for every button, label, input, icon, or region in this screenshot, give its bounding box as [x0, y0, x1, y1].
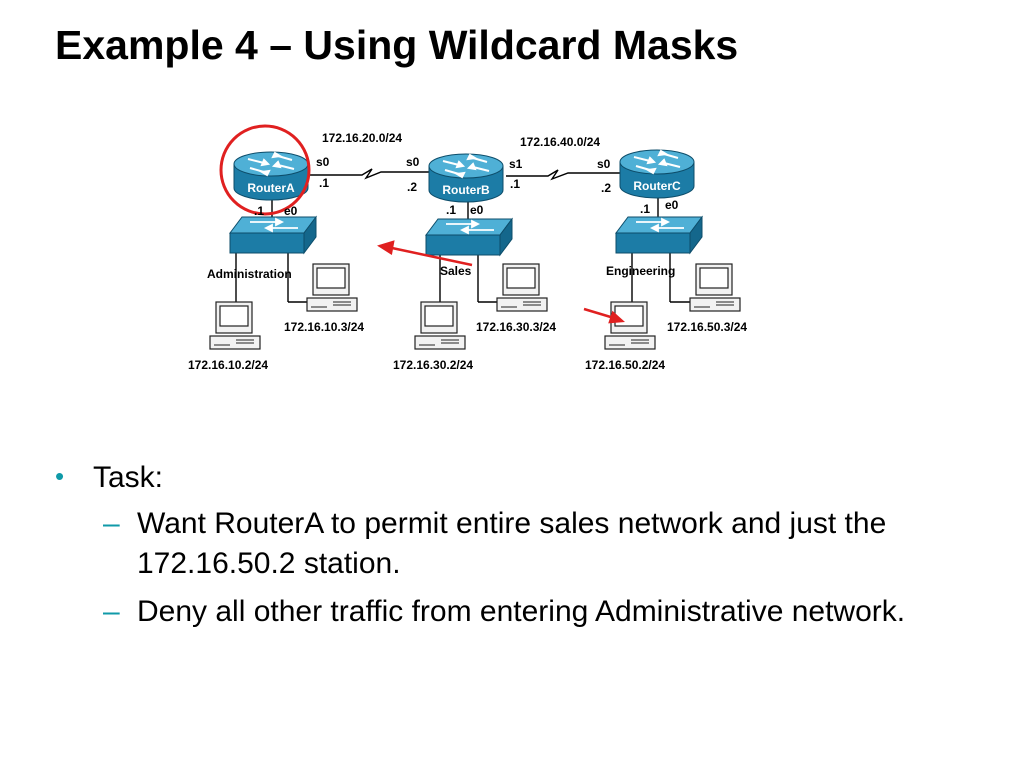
- dash-icon: –: [103, 595, 120, 628]
- bullet-dot-icon: •: [55, 461, 65, 491]
- pc-address-sales-right: 172.16.30.3/24: [476, 320, 556, 334]
- lan-name-sales: Sales: [440, 264, 472, 278]
- pc-address-sales-left: 172.16.30.2/24: [393, 358, 473, 372]
- bullet-text: Task:: [93, 461, 164, 494]
- pc-administration-right: [306, 263, 358, 312]
- lan-name-administration: Administration: [207, 267, 292, 281]
- pc-administration-left: [209, 301, 261, 350]
- router-b-lan-interface: e0: [470, 203, 484, 217]
- arrow-to-administration: [377, 240, 473, 267]
- wan-link-1-right-host: .2: [407, 180, 417, 194]
- bullet-list: • Task: – Want RouterA to permit entire …: [55, 458, 955, 640]
- pc-engineering-left: [604, 301, 656, 350]
- sub-bullet-item: – Deny all other traffic from entering A…: [55, 592, 955, 632]
- pc-address-administration-right: 172.16.10.3/24: [284, 320, 364, 334]
- lan-name-engineering: Engineering: [606, 264, 675, 278]
- router-a-lan-interface: e0: [284, 204, 298, 218]
- switch-engineering: [615, 216, 703, 254]
- pc-address-administration-left: 172.16.10.2/24: [188, 358, 268, 372]
- router-c-lan-interface: e0: [665, 198, 679, 212]
- dash-icon: –: [103, 507, 120, 540]
- pc-engineering-right: [689, 263, 741, 312]
- router-c-lan-host: .1: [640, 202, 650, 216]
- sub-bullet-item: – Want RouterA to permit entire sales ne…: [55, 504, 955, 584]
- sub-bullet-list: – Want RouterA to permit entire sales ne…: [55, 504, 955, 632]
- wan-link-2-right-host: .2: [601, 181, 611, 195]
- router-a-label: RouterA: [247, 181, 295, 195]
- bullet-item-task: • Task:: [55, 458, 955, 498]
- slide-title: Example 4 – Using Wildcard Masks: [55, 22, 739, 68]
- wan-link-1-left-if: s0: [316, 155, 330, 169]
- sub-bullet-text: Want RouterA to permit entire sales netw…: [137, 507, 887, 580]
- network-diagram: RouterA RouterB RouterC 172.16.20.0/24 s…: [188, 124, 747, 372]
- router-c-label: RouterC: [633, 179, 681, 193]
- switch-sales: [425, 218, 513, 256]
- router-b-lan-host: .1: [446, 203, 456, 217]
- arrow-to-engineering-pc: [583, 307, 626, 324]
- pc-sales-left: [414, 301, 466, 350]
- switch-administration: [229, 216, 317, 254]
- router-a-lan-host: .1: [254, 204, 264, 218]
- sub-bullet-text: Deny all other traffic from entering Adm…: [137, 595, 906, 628]
- wan-link-1-left-host: .1: [319, 176, 329, 190]
- pc-address-engineering-left: 172.16.50.2/24: [585, 358, 665, 372]
- router-a-highlight-circle: [219, 124, 311, 216]
- pc-sales-right: [496, 263, 548, 312]
- router-b-label: RouterB: [442, 183, 490, 197]
- wan-link-1-network: 172.16.20.0/24: [322, 131, 402, 145]
- wan-link-2-network: 172.16.40.0/24: [520, 135, 600, 149]
- pc-address-engineering-right: 172.16.50.3/24: [667, 320, 747, 334]
- wan-link-2-right-if: s0: [597, 157, 611, 171]
- wan-link-2-left-host: .1: [510, 177, 520, 191]
- wan-link-2-left-if: s1: [509, 157, 523, 171]
- wan-link-1-right-if: s0: [406, 155, 420, 169]
